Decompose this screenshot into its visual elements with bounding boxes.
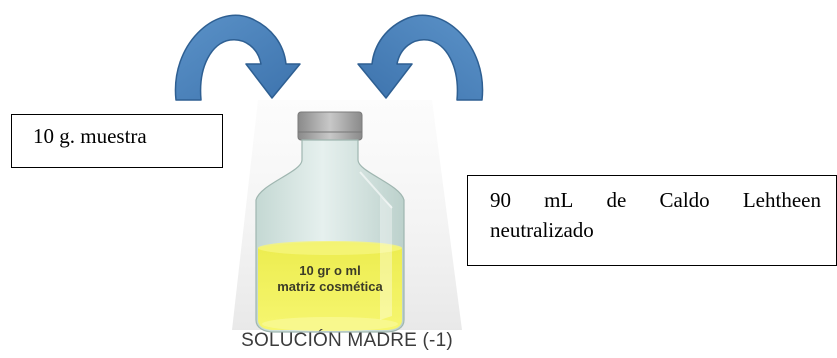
right-curved-arrow-icon	[357, 14, 484, 101]
right-label-line1: 90 mL de Caldo Lehtheen	[490, 185, 821, 215]
right-label-word: de	[606, 188, 627, 212]
right-label-word: Lehtheen	[742, 188, 821, 212]
left-label-text: 10 g. muestra	[33, 124, 147, 148]
right-label-word: Caldo	[659, 188, 710, 212]
bottle-caption: SOLUCIÓN MADRE (-1)	[241, 330, 453, 351]
bottle-icon	[255, 111, 405, 333]
bottle-content-line1: 10 gr o ml	[299, 263, 360, 278]
bottle-content-line2: matriz cosmética	[277, 279, 383, 294]
right-label-box: 90 mL de Caldo Lehtheen neutralizado	[467, 175, 837, 266]
right-label-word: mL	[544, 188, 574, 212]
right-label-word: 90	[490, 188, 511, 212]
left-curved-arrow-icon	[174, 14, 301, 101]
left-label-box: 10 g. muestra	[11, 114, 223, 168]
right-label-line2: neutralizado	[490, 218, 594, 242]
